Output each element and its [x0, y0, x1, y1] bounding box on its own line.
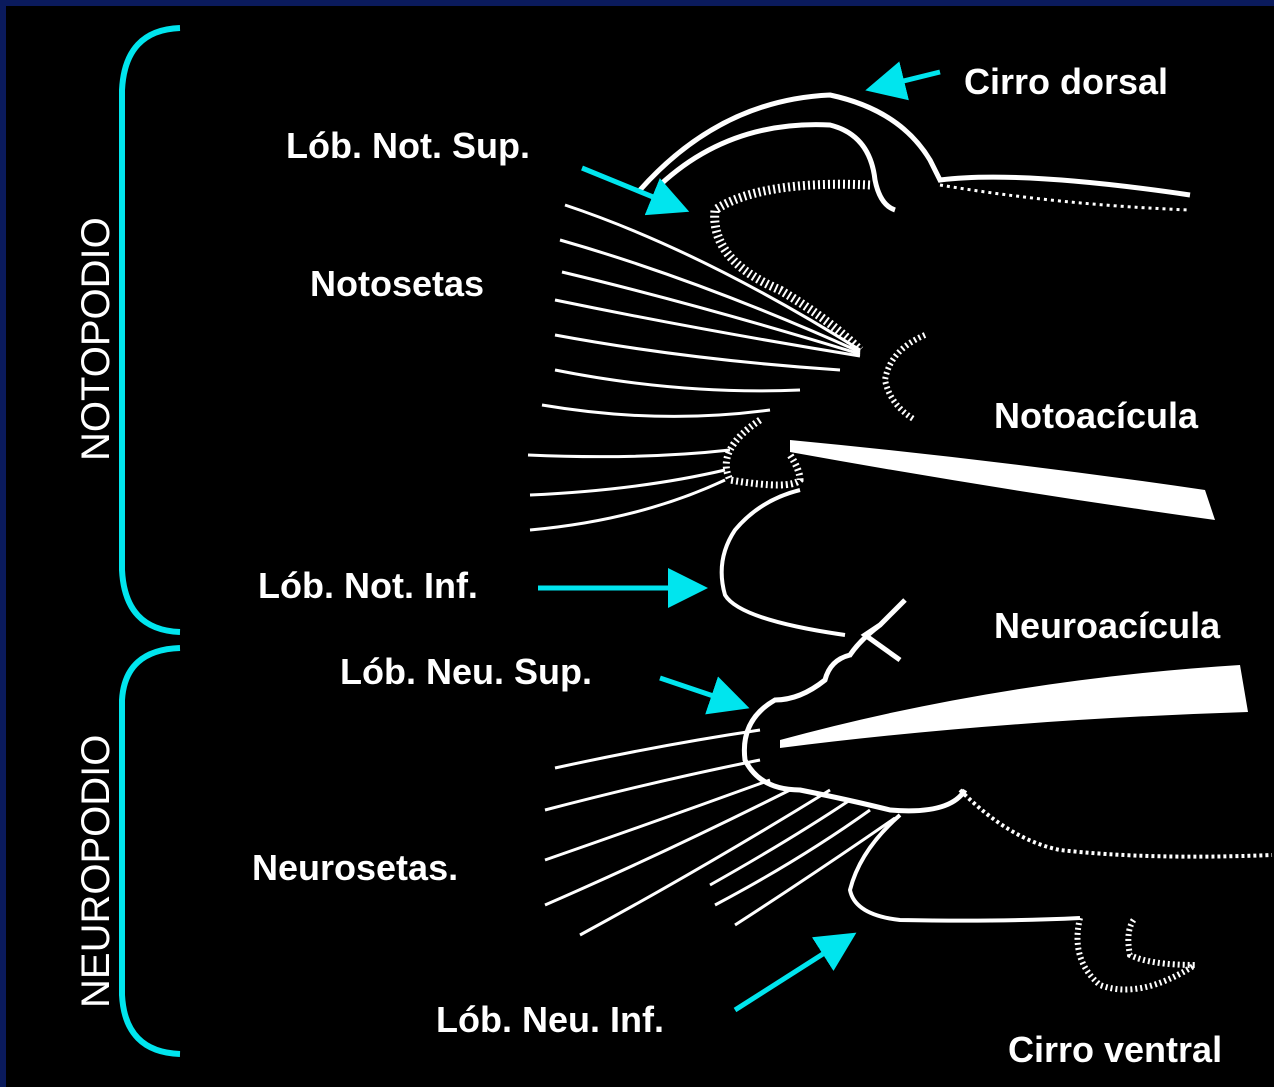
notoacicula-shape [790, 440, 1215, 520]
label-lob-not-inf: Lób. Not. Inf. [258, 568, 478, 604]
label-notosetas: Notosetas [310, 266, 484, 302]
lower-neuropodial-lobe [850, 815, 1080, 921]
lower-notopodial-lobe [726, 420, 800, 485]
arrow-lob-neu-sup [660, 678, 740, 705]
neuroacicula-shape [780, 665, 1248, 748]
label-neurosetas: Neurosetas. [252, 850, 458, 886]
arrow-lob-neu-inf [735, 938, 848, 1010]
label-cirro-ventral: Cirro ventral [1008, 1032, 1222, 1068]
neurosetas-bundle [545, 730, 895, 935]
diagram-frame: Cirro dorsal Lób. Not. Sup. Notosetas No… [6, 6, 1274, 1087]
notosetas-bundle [528, 205, 860, 530]
label-neuroacicula: Neuroacícula [994, 608, 1220, 644]
ventral-cirrus [1078, 918, 1196, 990]
upper-notopodial-lobe [715, 184, 870, 350]
label-notoacicula: Notoacícula [994, 398, 1198, 434]
label-lob-neu-sup: Lób. Neu. Sup. [340, 654, 592, 690]
label-neuropodio: NEUROPODIO [76, 735, 116, 1008]
label-notopodio: NOTOPODIO [76, 217, 116, 461]
notopodio-bracket [122, 28, 180, 632]
label-lob-not-sup: Lób. Not. Sup. [286, 128, 530, 164]
neuropodio-bracket [122, 648, 180, 1054]
arrow-cirro-dorsal [875, 72, 940, 88]
parapodium-illustration [6, 6, 1274, 1087]
label-cirro-dorsal: Cirro dorsal [964, 64, 1168, 100]
label-lob-neu-inf: Lób. Neu. Inf. [436, 1002, 664, 1038]
arrow-lob-not-sup [582, 168, 680, 208]
